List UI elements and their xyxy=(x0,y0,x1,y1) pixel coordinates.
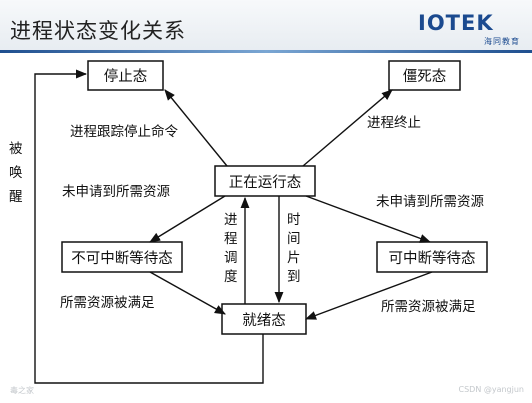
node-uninterruptible-label: 不可中断等待态 xyxy=(71,249,173,267)
edge-uninterruptible-to-ready xyxy=(149,271,226,315)
label-timeslice-char: 到 xyxy=(287,269,301,285)
node-stopped-label: 停止态 xyxy=(104,68,148,85)
edge-running-to-zombie xyxy=(302,89,393,167)
node-running-label: 正在运行态 xyxy=(229,174,302,191)
label-timeslice: 时 间 片 到 xyxy=(287,212,301,285)
node-interruptible: 可中断等待态 xyxy=(376,241,488,273)
node-running: 正在运行态 xyxy=(214,165,316,197)
edge-interruptible-to-ready xyxy=(304,271,433,320)
label-stop-command: 进程跟踪停止命令 xyxy=(70,123,178,140)
label-satisfied-right: 所需资源被满足 xyxy=(381,299,476,315)
label-timeslice-char: 片 xyxy=(287,250,301,266)
label-terminate: 进程终止 xyxy=(367,115,421,131)
footer-left-text: 毒之家 xyxy=(10,386,34,395)
label-wakeup: 被 唤 醒 xyxy=(9,141,23,205)
label-schedule-char: 进 xyxy=(224,212,238,228)
node-ready-label: 就绪态 xyxy=(242,312,286,329)
node-ready: 就绪态 xyxy=(221,303,307,335)
logo-subtitle: 海同教育 xyxy=(484,37,520,46)
label-request-right: 未申请到所需资源 xyxy=(376,194,484,210)
label-wakeup-char: 被 xyxy=(9,141,23,157)
node-zombie: 僵死态 xyxy=(388,60,461,91)
node-zombie-label: 僵死态 xyxy=(403,68,447,85)
footer-watermark: CSDN @yangjun xyxy=(458,385,525,394)
label-wakeup-char: 醒 xyxy=(9,189,23,205)
label-timeslice-char: 时 xyxy=(287,212,301,228)
edge-running-to-interruptible xyxy=(305,195,432,243)
label-schedule-char: 程 xyxy=(224,231,238,247)
logo-wordmark: IOTEK xyxy=(418,11,494,35)
label-satisfied-left: 所需资源被满足 xyxy=(60,295,155,311)
title-bar: 进程状态变化关系 IOTEK 海同教育 xyxy=(0,0,532,52)
label-schedule-char: 调 xyxy=(224,250,238,266)
label-schedule-char: 度 xyxy=(224,269,238,285)
label-schedule: 进 程 调 度 xyxy=(224,212,238,285)
label-request-left: 未申请到所需资源 xyxy=(62,184,170,200)
node-stopped: 停止态 xyxy=(87,60,164,91)
label-timeslice-char: 间 xyxy=(287,231,301,247)
edge-running-to-uninterruptible xyxy=(149,195,226,243)
title-divider xyxy=(0,50,532,53)
node-interruptible-label: 可中断等待态 xyxy=(389,249,476,267)
slide-title: 进程状态变化关系 xyxy=(10,19,186,43)
brand-logo: IOTEK 海同教育 xyxy=(418,12,522,46)
label-wakeup-char: 唤 xyxy=(9,165,23,181)
edge-ready-to-stopped-wakeup xyxy=(34,69,264,384)
node-uninterruptible: 不可中断等待态 xyxy=(61,241,183,273)
edge-running-to-stopped xyxy=(164,89,228,167)
